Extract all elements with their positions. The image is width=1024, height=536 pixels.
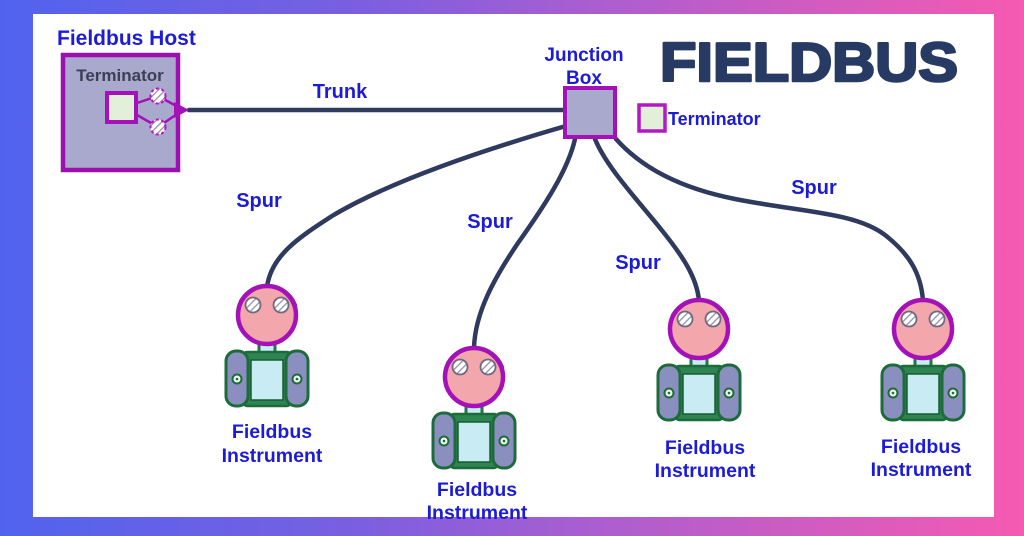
spur-wire-2 bbox=[471, 136, 578, 351]
instrument-3-label-line2: Instrument bbox=[655, 460, 756, 482]
spur-label-2: Spur bbox=[467, 211, 513, 233]
trunk-label: Trunk bbox=[313, 81, 368, 103]
fieldbus-host-box: Terminator bbox=[60, 52, 189, 173]
instrument-2-label-line2: Instrument bbox=[427, 502, 528, 524]
host-terminator-square bbox=[105, 91, 138, 124]
spur-wire-4 bbox=[613, 136, 926, 304]
junction-box-label-line1: Junction bbox=[544, 45, 623, 66]
instrument-1-label-line2: Instrument bbox=[222, 445, 323, 467]
terminator-label: Terminator bbox=[668, 109, 761, 129]
spur-wire-1 bbox=[264, 123, 569, 290]
hatched-connector-circle bbox=[149, 87, 167, 105]
junction-box bbox=[563, 86, 617, 139]
spur-wire-3 bbox=[592, 136, 702, 304]
instrument-4-label-line2: Instrument bbox=[871, 459, 972, 481]
fieldbus-host-title: Fieldbus Host bbox=[57, 27, 196, 50]
instrument-2-label-line1: Fieldbus bbox=[437, 479, 517, 501]
junction-box-label-line2: Box bbox=[566, 68, 602, 89]
wiring bbox=[186, 107, 926, 351]
spur-label-1: Spur bbox=[236, 190, 282, 212]
instrument-4-label-line1: Fieldbus bbox=[881, 436, 961, 458]
fieldbus-logo: FIELDBUS bbox=[660, 31, 958, 93]
terminator-square bbox=[637, 103, 667, 133]
hatched-connector-circle bbox=[149, 118, 167, 136]
spur-label-4: Spur bbox=[791, 177, 837, 199]
instrument-3-label-line1: Fieldbus bbox=[665, 437, 745, 459]
spur-label-3: Spur bbox=[615, 252, 661, 274]
instrument-1-label-line1: Fieldbus bbox=[232, 421, 312, 443]
host-terminator-label: Terminator bbox=[76, 66, 164, 85]
trunk-connector-arrow bbox=[174, 102, 189, 118]
